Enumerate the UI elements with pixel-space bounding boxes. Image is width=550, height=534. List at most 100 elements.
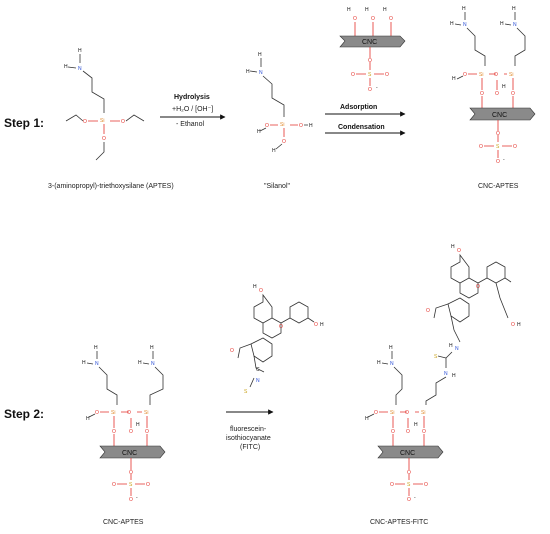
svg-text:S: S xyxy=(368,72,372,78)
svg-text:O: O xyxy=(299,123,303,129)
cnc-reagent: H H H O O O CNC O S O O O - xyxy=(339,7,406,93)
svg-text:N: N xyxy=(256,378,260,384)
svg-text:O: O xyxy=(511,322,515,328)
svg-text:-: - xyxy=(503,157,505,163)
svg-text:CNC: CNC xyxy=(492,112,507,119)
svg-text:N: N xyxy=(151,361,155,367)
svg-text:H: H xyxy=(414,422,418,428)
svg-text:O: O xyxy=(102,136,106,142)
svg-text:H: H xyxy=(253,284,257,290)
svg-text:H: H xyxy=(82,360,86,366)
svg-text:H: H xyxy=(64,64,68,70)
svg-text:O: O xyxy=(127,410,131,416)
svg-text:O: O xyxy=(407,470,411,476)
svg-text:O: O xyxy=(385,72,389,78)
svg-text:Si: Si xyxy=(390,410,394,416)
svg-text:H: H xyxy=(258,52,262,58)
silanol-label: "Silanol" xyxy=(264,183,290,190)
svg-text:H: H xyxy=(347,7,351,13)
svg-text:Si: Si xyxy=(100,118,104,124)
fitc-label-1: fluorescein- xyxy=(230,426,267,433)
svg-text:H: H xyxy=(512,6,516,12)
svg-text:H: H xyxy=(365,7,369,13)
svg-text:-: - xyxy=(136,495,138,501)
cnc-aptes-label-2: CNC-APTES xyxy=(103,519,144,526)
svg-text:N: N xyxy=(455,346,459,352)
svg-text:O: O xyxy=(422,429,426,435)
svg-text:O: O xyxy=(371,16,375,22)
svg-text:O: O xyxy=(129,470,133,476)
cnc-block xyxy=(339,35,406,48)
svg-text:O: O xyxy=(457,248,461,254)
svg-text:CNC: CNC xyxy=(122,450,137,457)
svg-text:H: H xyxy=(94,345,98,351)
fitc-label-2: isothiocyanate xyxy=(226,435,271,442)
svg-text:H: H xyxy=(257,129,261,135)
cnc-block xyxy=(377,445,444,459)
svg-text:N: N xyxy=(78,66,82,72)
svg-text:O: O xyxy=(230,348,234,354)
svg-text:H: H xyxy=(78,48,82,54)
svg-text:Si: Si xyxy=(509,72,513,78)
fitc-molecule: H O O O H O C N S xyxy=(230,284,324,395)
byproduct-label: - Ethanol xyxy=(176,121,204,128)
svg-text:O: O xyxy=(479,144,483,150)
svg-text:Si: Si xyxy=(280,122,284,128)
svg-text:N: N xyxy=(95,361,99,367)
reagent-label: +H₂O / [OH⁻] xyxy=(172,106,213,113)
svg-text:O: O xyxy=(496,159,500,165)
svg-text:Si: Si xyxy=(144,410,148,416)
svg-text:H: H xyxy=(309,123,313,129)
svg-text:S: S xyxy=(434,354,438,360)
svg-text:N: N xyxy=(463,22,467,28)
svg-text:O: O xyxy=(146,482,150,488)
svg-text:H: H xyxy=(452,76,456,82)
svg-text:N: N xyxy=(444,371,448,377)
svg-text:O: O xyxy=(480,91,484,97)
silanol-molecule: H H N Si O O O H H H xyxy=(246,52,313,154)
svg-text:H: H xyxy=(365,416,369,422)
step1-heading: Step 1: xyxy=(4,116,44,130)
svg-text:O: O xyxy=(391,429,395,435)
svg-text:H: H xyxy=(136,422,140,428)
svg-text:H: H xyxy=(246,69,250,75)
svg-text:O: O xyxy=(389,16,393,22)
svg-text:O: O xyxy=(351,72,355,78)
hydrolysis-label: Hydrolysis xyxy=(174,94,210,101)
svg-text:H: H xyxy=(389,345,393,351)
aptes-label: 3-(aminopropyl)-triethoxysilane (APTES) xyxy=(48,183,174,190)
svg-text:O: O xyxy=(513,144,517,150)
cnc-aptes-product-1: H H N H H N Si Si O O O O O H H CNC O S … xyxy=(450,6,536,165)
svg-text:H: H xyxy=(138,360,142,366)
svg-text:O: O xyxy=(129,497,133,503)
svg-text:O: O xyxy=(314,322,318,328)
svg-text:S: S xyxy=(129,482,133,488)
svg-text:H: H xyxy=(500,21,504,27)
svg-text:O: O xyxy=(463,72,467,78)
svg-text:O: O xyxy=(424,482,428,488)
svg-text:N: N xyxy=(259,70,263,76)
svg-text:Si: Si xyxy=(421,410,425,416)
cnc-aptes-fitc-product: H O O O H O H N S N H H H N Si Si O O O … xyxy=(365,244,521,503)
svg-text:H: H xyxy=(377,360,381,366)
svg-text:O: O xyxy=(265,123,269,129)
svg-text:N: N xyxy=(513,22,517,28)
svg-text:O: O xyxy=(112,482,116,488)
svg-text:H: H xyxy=(451,244,455,250)
svg-text:O: O xyxy=(406,429,410,435)
svg-text:O: O xyxy=(368,87,372,93)
svg-text:O: O xyxy=(259,288,263,294)
svg-text:O: O xyxy=(426,308,430,314)
step2-heading: Step 2: xyxy=(4,407,44,421)
cnc-aptes-reactant: H H N H H N Si Si O O O O O H H CNC O S … xyxy=(82,345,166,503)
svg-text:-: - xyxy=(414,495,416,501)
svg-text:O: O xyxy=(495,91,499,97)
svg-text:O: O xyxy=(145,429,149,435)
svg-text:O: O xyxy=(494,72,498,78)
svg-text:O: O xyxy=(407,497,411,503)
svg-text:H: H xyxy=(320,322,324,328)
aptes-molecule: H H N Si O O O xyxy=(64,48,145,161)
svg-text:H: H xyxy=(449,343,453,349)
fitc-label-3: (FITC) xyxy=(240,444,260,451)
